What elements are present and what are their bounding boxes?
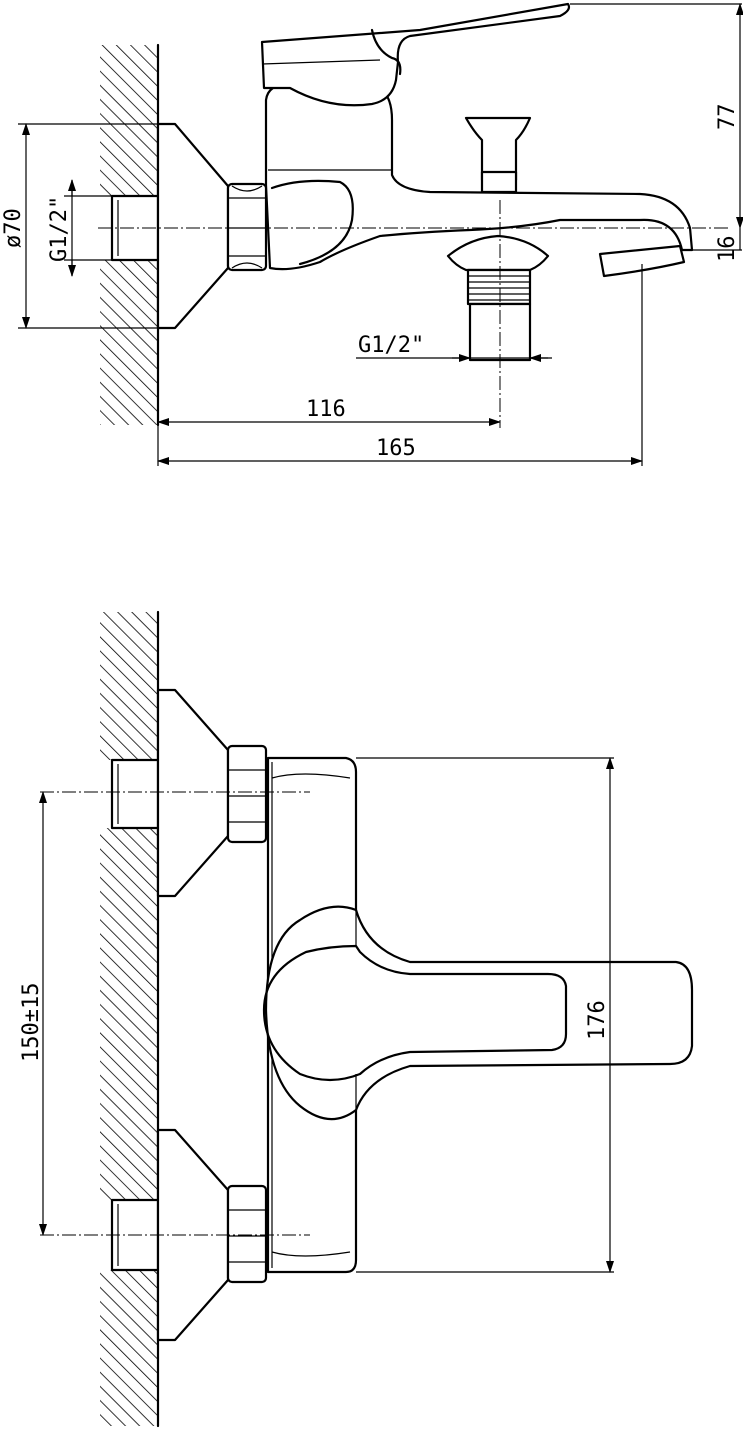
hex-nut [226, 182, 268, 272]
diverter-knob [464, 116, 532, 194]
dim-height: 77 [570, 3, 743, 229]
top-view: 150±15 176 [19, 610, 694, 1428]
dim-spout-height: 16 [690, 228, 742, 262]
dim-body-width-label: 176 [585, 1000, 610, 1040]
lever-handle [260, 2, 571, 107]
dim-height-label: 77 [715, 104, 740, 131]
escutcheon-flange [156, 122, 230, 330]
side-view: ø70 G1/2" G1/2" 116 165 [1, 2, 743, 466]
lower-inlet-fitting [110, 1128, 268, 1342]
dim-wall-thread-label: G1/2" [47, 196, 72, 262]
dim-total-depth: 165 [157, 264, 643, 466]
outlet-thread [466, 268, 532, 362]
dim-spout-height-label: 16 [715, 236, 740, 263]
spout-outlet [598, 244, 686, 278]
dim-body-width: 176 [356, 757, 614, 1273]
dim-center-distance: 150±15 [19, 791, 47, 1236]
dim-outlet-thread: G1/2" [356, 333, 552, 362]
lever-inner-contour [262, 944, 568, 1082]
dim-wall-thread: G1/2" [47, 179, 112, 277]
dim-total-depth-label: 165 [376, 436, 416, 461]
upper-inlet-fitting [110, 688, 268, 898]
dim-outlet-offset-label: 116 [306, 397, 346, 422]
dim-diameter-label: ø70 [1, 208, 26, 248]
wall-hatch-bottom [100, 610, 160, 1428]
lever-top [264, 905, 694, 1121]
body-inner-contour [270, 179, 354, 266]
outlet-boss [446, 234, 550, 272]
dim-outlet-thread-label: G1/2" [358, 333, 424, 358]
dim-diameter: ø70 [1, 123, 160, 329]
dim-outlet-offset: 116 [157, 397, 501, 426]
dim-center-distance-label: 150±15 [19, 983, 44, 1062]
